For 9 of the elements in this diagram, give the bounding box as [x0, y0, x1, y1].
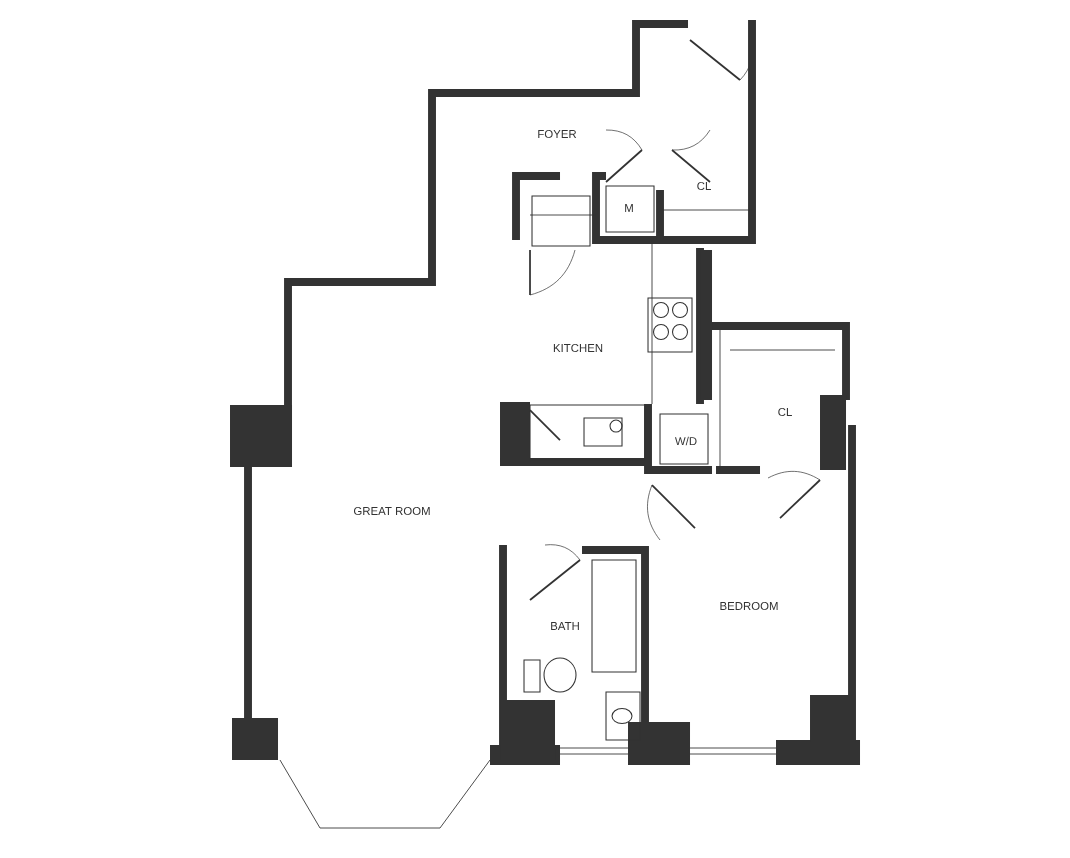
room-label: FOYER	[538, 130, 577, 139]
appliance-label: W/D	[674, 436, 697, 446]
room-label: GREAT ROOM	[354, 507, 430, 516]
room-label: KITCHEN	[553, 344, 603, 353]
room-label: CL	[697, 182, 711, 191]
room-label: BATH	[551, 622, 579, 630]
appliance-label: M	[625, 204, 633, 212]
room-label: CL	[778, 408, 792, 417]
room-label: BEDROOM	[720, 602, 778, 611]
